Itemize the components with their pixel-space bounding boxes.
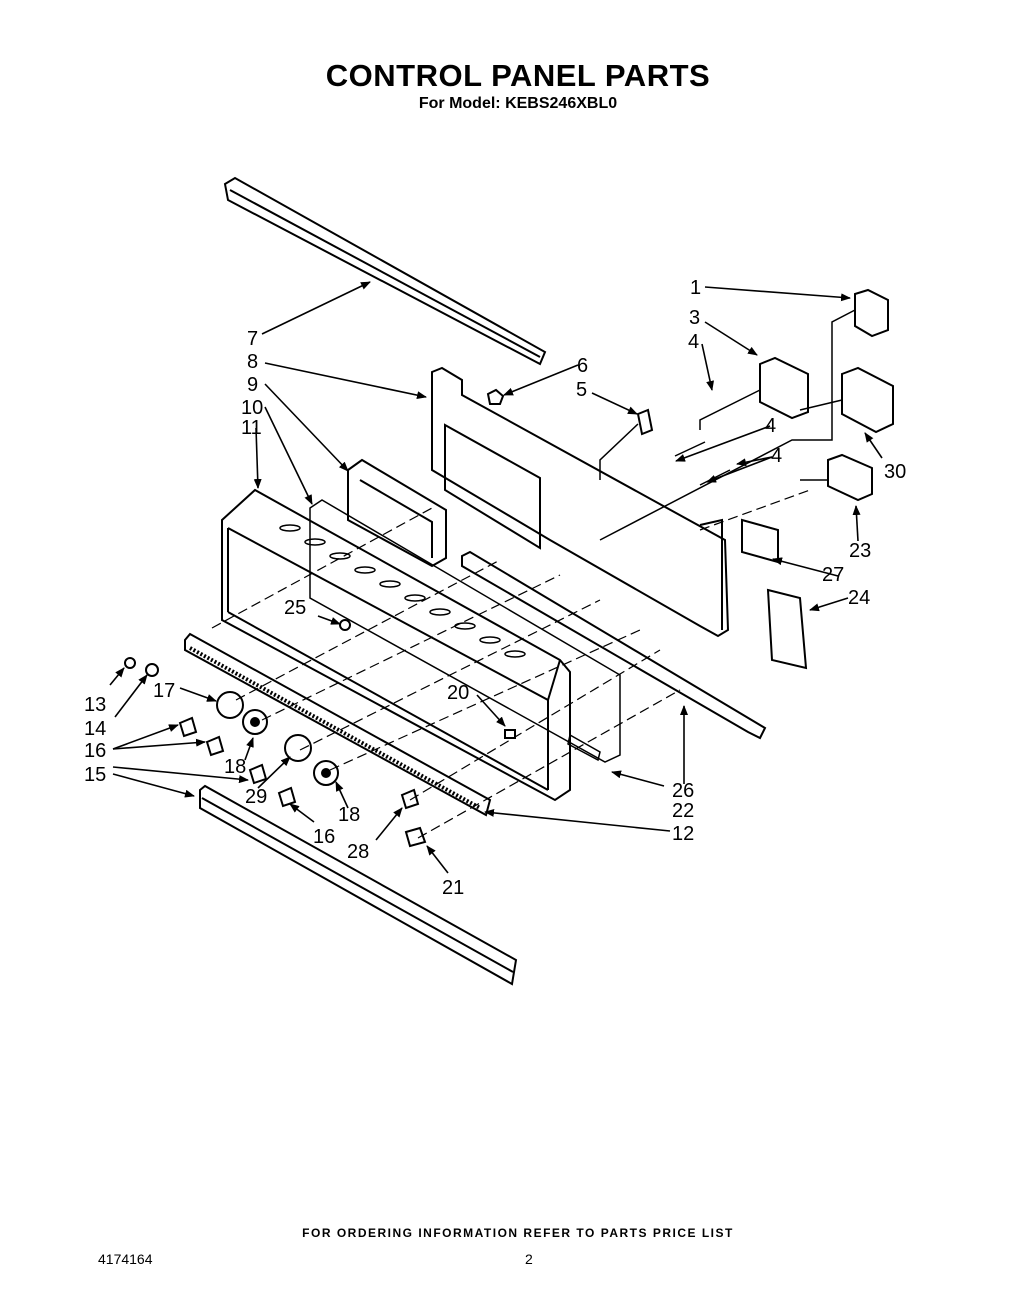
callout-13: 13 [84, 694, 106, 716]
callout-14: 14 [84, 718, 106, 740]
callout-21: 21 [442, 877, 464, 899]
housing-slots [279, 524, 526, 658]
callout-17: 17 [153, 680, 175, 702]
callout-10: 10 [241, 397, 263, 419]
callout-20: 20 [447, 682, 469, 704]
control-panel-housing [221, 488, 571, 802]
leader-arrows [109, 281, 883, 874]
ordering-note: FOR ORDERING INFORMATION REFER TO PARTS … [302, 1226, 734, 1240]
callout-11: 11 [241, 417, 262, 439]
callout-26: 26 [672, 780, 694, 802]
callout-12: 12 [672, 823, 694, 845]
assembly-lines [211, 489, 811, 839]
callout-5: 5 [576, 379, 587, 401]
callout-16b: 16 [313, 826, 335, 848]
right-components [486, 288, 894, 670]
callout-8: 8 [247, 351, 258, 373]
callout-23: 23 [849, 540, 871, 562]
rear-bar [461, 550, 767, 740]
main-bracket [431, 366, 730, 638]
callout-1: 1 [690, 277, 701, 299]
callout-9: 9 [247, 374, 258, 396]
callout-7: 7 [247, 328, 258, 350]
callout-29: 29 [245, 786, 267, 808]
callout-6: 6 [577, 355, 588, 377]
callout-28: 28 [347, 841, 369, 863]
page-title: CONTROL PANEL PARTS [325, 58, 711, 93]
callout-16a: 16 [84, 740, 106, 762]
document-number: 4174164 [98, 1251, 153, 1267]
callout-18a: 18 [224, 756, 246, 778]
callout-4a: 4 [688, 331, 699, 353]
page-number: 2 [525, 1251, 533, 1267]
callout-4c: 4 [771, 445, 782, 467]
callout-labels: 1 3 4 4 4 5 6 7 8 9 10 11 12 13 14 15 16… [84, 277, 906, 899]
lower-trim-part [199, 784, 518, 986]
callout-25: 25 [284, 597, 306, 619]
callout-3: 3 [689, 307, 700, 329]
callout-30: 30 [884, 461, 906, 483]
panel-glass [309, 499, 621, 763]
display-board [347, 458, 447, 568]
switch-strip-2 [567, 733, 601, 762]
callout-27: 27 [822, 564, 844, 586]
callout-22: 22 [672, 800, 694, 822]
top-trim-part [223, 176, 547, 366]
callout-18b: 18 [338, 804, 360, 826]
callout-15: 15 [84, 764, 106, 786]
knobs-and-buttons [124, 619, 516, 848]
callout-4b: 4 [765, 415, 776, 437]
connector-wires [599, 309, 856, 541]
callout-24: 24 [848, 587, 870, 609]
model-subtitle: For Model: KEBS246XBL0 [418, 95, 618, 112]
switch-strip [184, 632, 492, 817]
